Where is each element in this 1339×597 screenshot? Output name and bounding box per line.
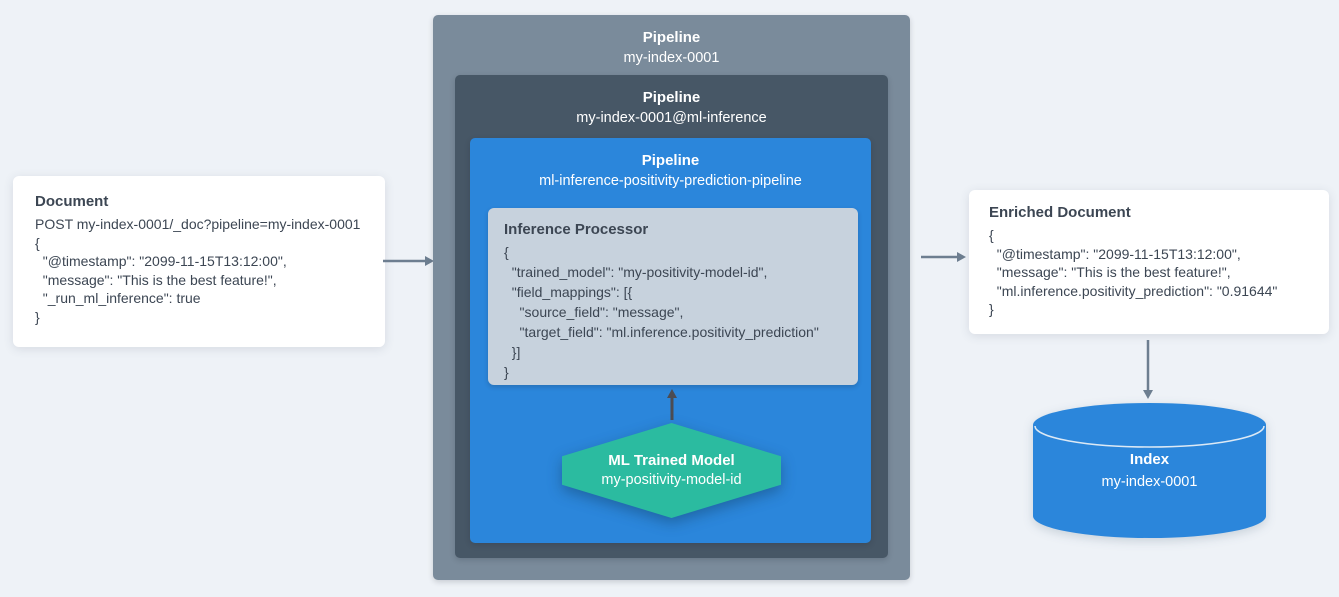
- pipeline-outer-label: Pipeline: [642, 29, 701, 46]
- document-code-line: "_run_ml_inference": true: [35, 290, 201, 306]
- inference-processor-title: Inference Processor: [504, 221, 649, 238]
- index-title: Index: [1129, 451, 1170, 468]
- enriched-code-line: "@timestamp": "2099-11-15T13:12:00",: [989, 245, 1241, 262]
- document-code-line: "message": "This is the best feature!",: [35, 271, 277, 288]
- processor-code-line: }: [504, 364, 509, 380]
- pipeline-prediction-label: Pipeline: [641, 152, 700, 169]
- enriched-document-card: Enriched Document { "@timestamp": "2099-…: [969, 190, 1329, 334]
- document-code-line: }: [35, 308, 40, 325]
- ml-model-name: my-positivity-model-id: [601, 472, 742, 488]
- pipeline-prediction-name: ml-inference-positivity-prediction-pipel…: [539, 173, 802, 189]
- enriched-code-line: }: [989, 301, 994, 317]
- ml-trained-model-hexagon: ML Trained Model my-positivity-model-id: [562, 423, 781, 518]
- processor-code-line: "field_mappings": [{: [504, 284, 633, 300]
- processor-code-line: {: [504, 244, 509, 260]
- enriched-code-line: "message": "This is the best feature!",: [989, 264, 1231, 280]
- pipeline-ml-inference-box: Pipeline my-index-0001@ml-inference Pipe…: [455, 75, 888, 558]
- document-code-line: {: [35, 234, 40, 251]
- document-code-line: POST my-index-0001/_doc?pipeline=my-inde…: [35, 216, 361, 232]
- arrow-model-to-processor-icon: [667, 389, 677, 420]
- enriched-code-line: "ml.inference.positivity_prediction": "0…: [989, 282, 1278, 299]
- enriched-code-line: {: [989, 227, 994, 243]
- document-code-line: "@timestamp": "2099-11-15T13:12:00",: [35, 253, 287, 269]
- processor-code-line: }]: [504, 344, 521, 360]
- index-cylinder-icon: [1033, 403, 1266, 538]
- arrow-pipeline-to-enriched-icon: [921, 252, 966, 262]
- document-card: Document POST my-index-0001/_doc?pipelin…: [13, 176, 385, 347]
- pipeline-prediction-box: Pipeline ml-inference-positivity-predict…: [470, 138, 871, 543]
- processor-code-line: "trained_model": "my-positivity-model-id…: [504, 264, 768, 280]
- index-name: my-index-0001: [1101, 474, 1198, 490]
- document-card-title: Document: [35, 193, 109, 210]
- hexagon-shape: ML Trained Model my-positivity-model-id: [562, 423, 781, 518]
- arrow-enriched-to-index-icon: [1143, 340, 1153, 399]
- pipeline-ml-inference-label: Pipeline: [642, 89, 701, 106]
- processor-code-line: "source_field": "message",: [504, 304, 684, 320]
- pipeline-outer-box: Pipeline my-index-0001 Pipeline my-index…: [433, 15, 910, 580]
- processor-code-line: "target_field": "ml.inference.positivity…: [504, 324, 819, 340]
- inference-processor-card: Inference Processor { "trained_model": "…: [488, 208, 858, 385]
- enriched-document-title: Enriched Document: [989, 204, 1131, 221]
- pipeline-outer-name: my-index-0001: [623, 50, 720, 66]
- ml-model-title: ML Trained Model: [608, 452, 735, 469]
- arrow-document-to-pipeline-icon: [383, 256, 434, 266]
- pipeline-ml-inference-name: my-index-0001@ml-inference: [576, 110, 767, 126]
